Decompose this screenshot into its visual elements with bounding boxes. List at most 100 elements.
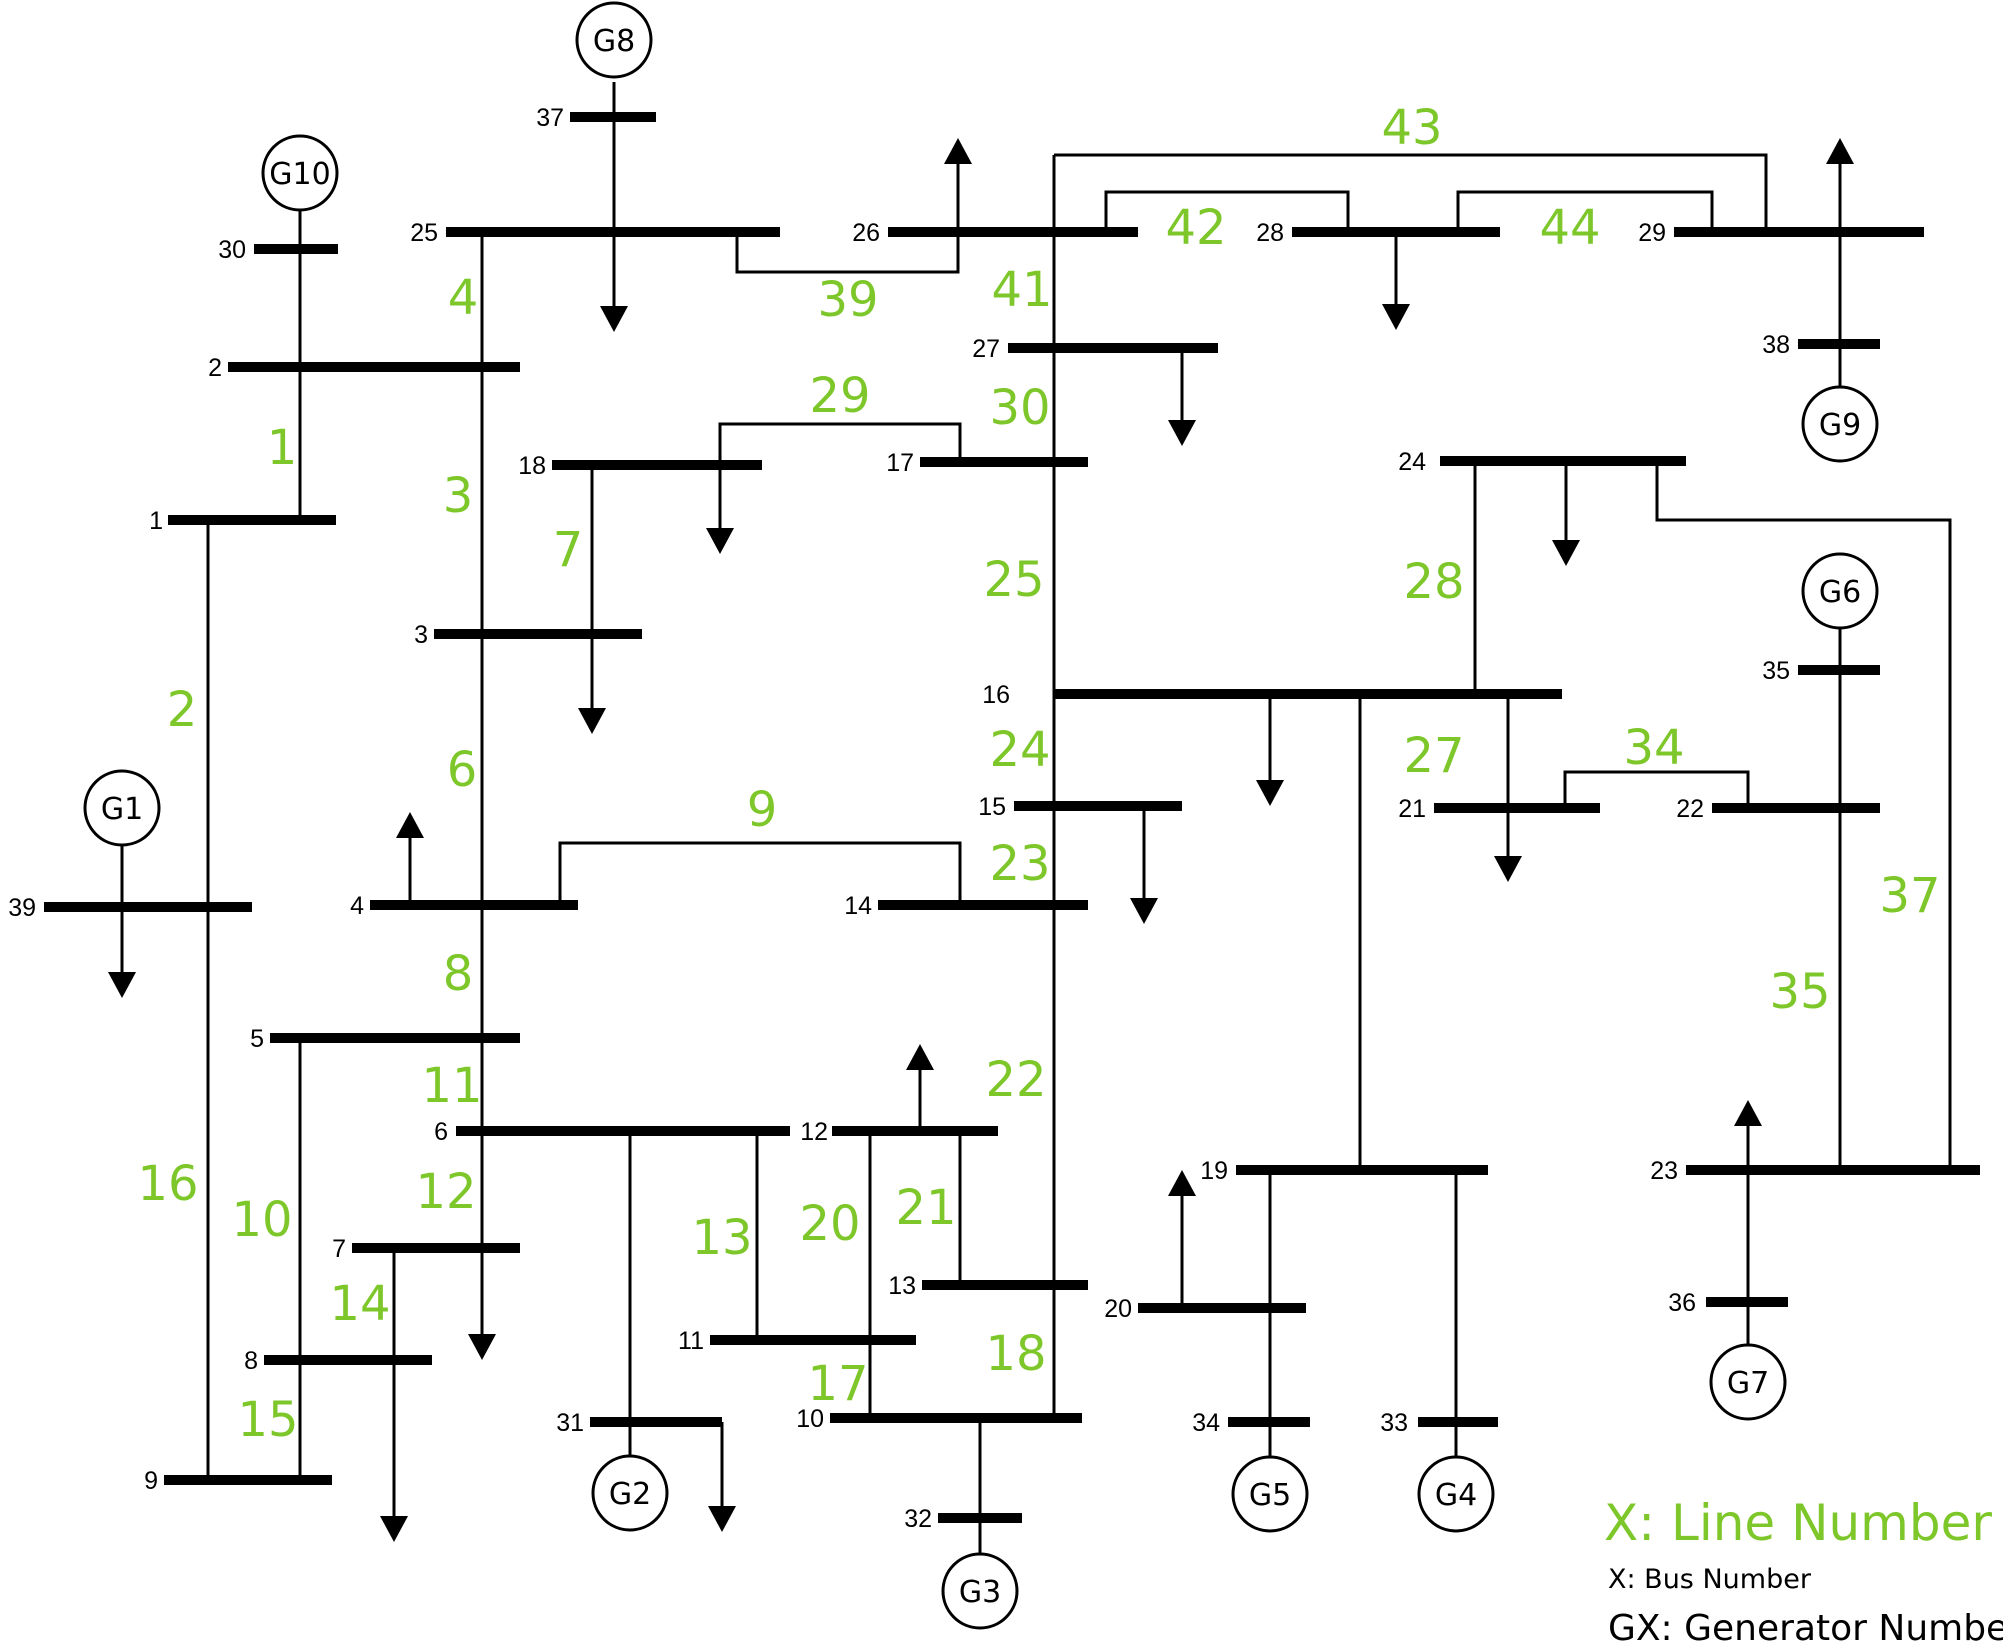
line-16-label: 16 — [137, 1156, 198, 1212]
line-8-label: 8 — [443, 946, 474, 1002]
bus-6-label: 6 — [434, 1118, 448, 1146]
line-39-wire — [735, 232, 960, 274]
line-44-label: 44 — [1539, 200, 1600, 256]
generator-g9-label: G9 — [1819, 408, 1861, 443]
bus-32-label: 32 — [904, 1505, 932, 1533]
bus-8-label: 8 — [244, 1347, 258, 1375]
generator-g10-label: G10 — [269, 157, 330, 192]
load-bus-15 — [1130, 806, 1158, 924]
bus-33-label: 33 — [1380, 1409, 1408, 1437]
line-42-label: 42 — [1165, 200, 1226, 256]
generator-g6: G6 — [1801, 552, 1879, 630]
line-34-label: 34 — [1623, 720, 1684, 776]
line-17-label: 17 — [807, 1356, 868, 1412]
bus-34-label: 34 — [1192, 1409, 1220, 1437]
bus-13-label: 13 — [888, 1272, 916, 1300]
bus-31-label: 31 — [556, 1409, 584, 1437]
line-24-23-wire — [1655, 461, 1952, 1170]
bus-30-label: 30 — [218, 236, 246, 264]
injection-bus-4 — [396, 812, 424, 905]
bus-2-label: 2 — [208, 354, 222, 382]
transmission-lines — [120, 82, 1952, 1564]
line-15-label: 15 — [237, 1392, 298, 1448]
generator-g2-label: G2 — [609, 1477, 651, 1512]
line-44-wire — [1456, 190, 1714, 232]
bus-16-label: 16 — [982, 681, 1010, 709]
line-27-label: 27 — [1403, 728, 1464, 784]
bus-9-label: 9 — [144, 1467, 158, 1495]
line-29-wire — [718, 422, 962, 465]
bus-23-label: 23 — [1650, 1157, 1678, 1185]
generator-g4: G4 — [1417, 1455, 1495, 1533]
generator-g7-label: G7 — [1727, 1366, 1769, 1401]
bus-5-label: 5 — [250, 1025, 264, 1053]
bus-36-label: 36 — [1668, 1289, 1696, 1317]
line-21-label: 21 — [895, 1180, 956, 1236]
line-7-label: 7 — [553, 522, 584, 578]
line-23-label: 23 — [989, 836, 1050, 892]
bus-12-label: 12 — [800, 1118, 828, 1146]
line-20-label: 20 — [799, 1196, 860, 1252]
generator-g2: G2 — [591, 1454, 669, 1532]
line-37-label: 37 — [1879, 868, 1940, 924]
bus-37-label: 37 — [536, 104, 564, 132]
load-bus-39 — [108, 907, 136, 998]
line-13-label: 13 — [691, 1210, 752, 1266]
bus-27-label: 27 — [972, 335, 1000, 363]
bus-15-label: 15 — [978, 793, 1006, 821]
injection-bus-29 — [1826, 138, 1854, 232]
line-42-wire — [1104, 190, 1350, 232]
generator-g7: G7 — [1709, 1343, 1787, 1421]
bus-7-label: 7 — [332, 1235, 346, 1263]
line-43-wire — [1054, 153, 1768, 232]
line-6-label: 6 — [447, 742, 478, 798]
line-9-label: 9 — [747, 782, 778, 838]
generator-g5: G5 — [1231, 1455, 1309, 1533]
buses — [44, 112, 1980, 1523]
legend-line-number: X: Line Number — [1604, 1494, 1992, 1552]
line-30-label: 30 — [989, 380, 1050, 436]
load-bus-3 — [578, 634, 606, 734]
legend-generator-number: GX: Generator Number — [1608, 1608, 2003, 1649]
line-43-label: 43 — [1381, 100, 1442, 156]
line-35-label: 35 — [1769, 964, 1830, 1020]
generator-g1-label: G1 — [101, 792, 143, 827]
load-bus-16 — [1256, 694, 1284, 806]
line-18-label: 18 — [985, 1326, 1046, 1382]
line-28-label: 28 — [1403, 554, 1464, 610]
bus-14-label: 14 — [844, 892, 872, 920]
line-29-label: 29 — [809, 368, 870, 424]
line-2-label: 2 — [167, 682, 198, 738]
legend: X: Line Number X: Bus Number GX: Generat… — [1604, 1494, 2003, 1649]
load-bus-7 — [468, 1248, 496, 1360]
bus-29-label: 29 — [1638, 219, 1666, 247]
bus-18-label: 18 — [518, 452, 546, 480]
line-12-label: 12 — [415, 1164, 476, 1220]
load-bus-24 — [1552, 461, 1580, 566]
load-bus-28 — [1382, 232, 1410, 330]
bus-22-label: 22 — [1676, 795, 1704, 823]
bus-17-label: 17 — [886, 449, 914, 477]
load-bus-18 — [706, 465, 734, 554]
bus-24-label: 24 — [1398, 448, 1426, 476]
line-4-label: 4 — [448, 270, 479, 326]
bus-25-label: 25 — [410, 219, 438, 247]
load-bus-27 — [1168, 348, 1196, 446]
load-bus-21 — [1494, 808, 1522, 882]
injection-bus-23 — [1734, 1100, 1762, 1170]
load-bus-31 — [708, 1422, 736, 1532]
line-1-label: 1 — [267, 420, 298, 476]
line-10-label: 10 — [231, 1192, 292, 1248]
generator-g3: G3 — [941, 1552, 1019, 1630]
generator-g6-label: G6 — [1819, 575, 1861, 610]
load-bus-25 — [600, 232, 628, 332]
bus-38-label: 38 — [1762, 331, 1790, 359]
legend-bus-number: X: Bus Number — [1608, 1564, 1812, 1595]
line-3-label: 3 — [443, 468, 474, 524]
generator-g3-label: G3 — [959, 1575, 1001, 1610]
bus-35-label: 35 — [1762, 657, 1790, 685]
generator-g8-label: G8 — [593, 24, 635, 59]
line-11-label: 11 — [421, 1058, 482, 1114]
generator-g8: G8 — [575, 1, 653, 79]
